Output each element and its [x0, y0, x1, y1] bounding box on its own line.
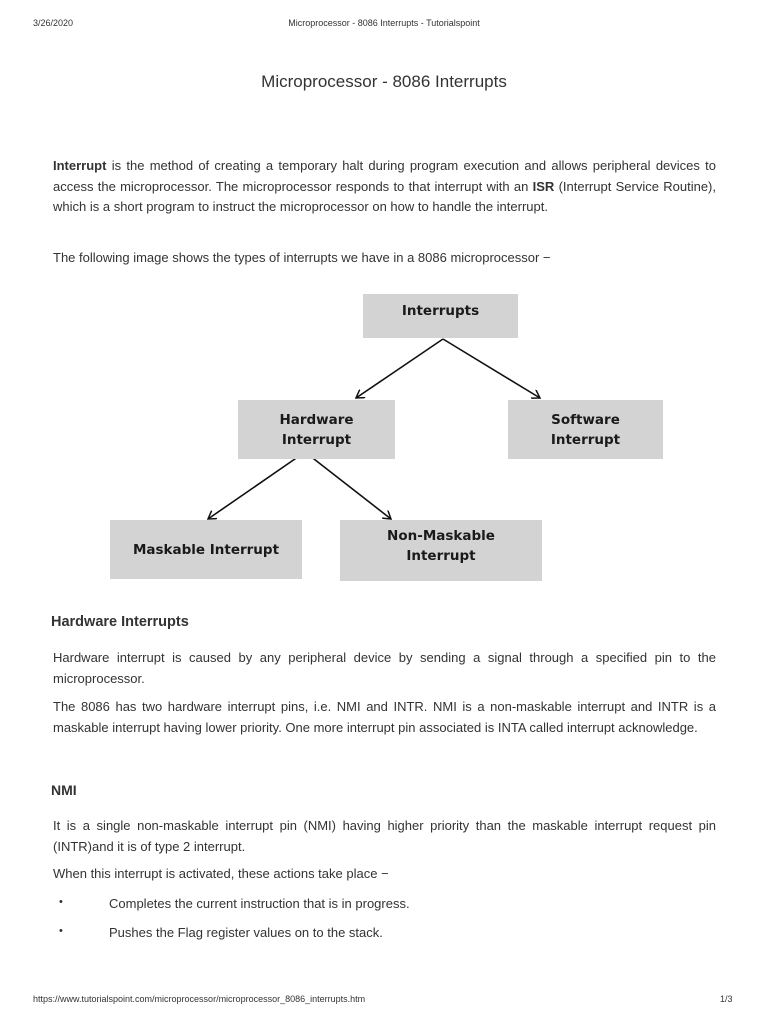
box-interrupts: Interrupts — [363, 294, 518, 338]
page-title: Microprocessor - 8086 Interrupts — [261, 72, 507, 91]
nmi-paragraph-1: It is a single non-maskable interrupt pi… — [53, 818, 716, 854]
print-date: 3/26/2020 — [33, 18, 74, 28]
arrow-to-software — [442, 338, 540, 398]
nmi-actions-list: Completes the current instruction that i… — [53, 896, 410, 954]
intro-text-1: is the method of creating a temporary ha… — [53, 158, 716, 194]
arrow-to-hardware — [356, 338, 444, 398]
arrow-to-non-maskable — [304, 451, 391, 519]
nmi-paragraph-2: When this interrupt is activated, these … — [53, 866, 389, 881]
nmi-heading: NMI — [51, 782, 77, 798]
page-number: 1/3 — [720, 994, 733, 1004]
hardware-interrupts-heading: Hardware Interrupts — [51, 614, 189, 630]
box-maskable-interrupt: Maskable Interrupt — [110, 520, 302, 579]
intro-text-2: (Interrupt Service Routine), which is a … — [53, 178, 716, 215]
list-item: Pushes the Flag register values on to th… — [53, 925, 410, 954]
hardware-paragraph-2: The 8086 has two hardware interrupt pins… — [53, 699, 716, 735]
print-title: Microprocessor - 8086 Interrupts - Tutor… — [288, 18, 480, 28]
interrupt-term: Interrupt — [53, 158, 107, 173]
intro-paragraph: Interrupt is the method of creating a te… — [53, 156, 716, 218]
image-intro: The following image shows the types of i… — [53, 250, 551, 265]
list-item: Completes the current instruction that i… — [53, 896, 410, 925]
hardware-paragraph-1: Hardware interrupt is caused by any peri… — [53, 650, 716, 686]
print-url: https://www.tutorialspoint.com/microproc… — [33, 994, 366, 1004]
arrow-to-maskable — [208, 451, 306, 519]
isr-term: ISR — [532, 178, 555, 194]
